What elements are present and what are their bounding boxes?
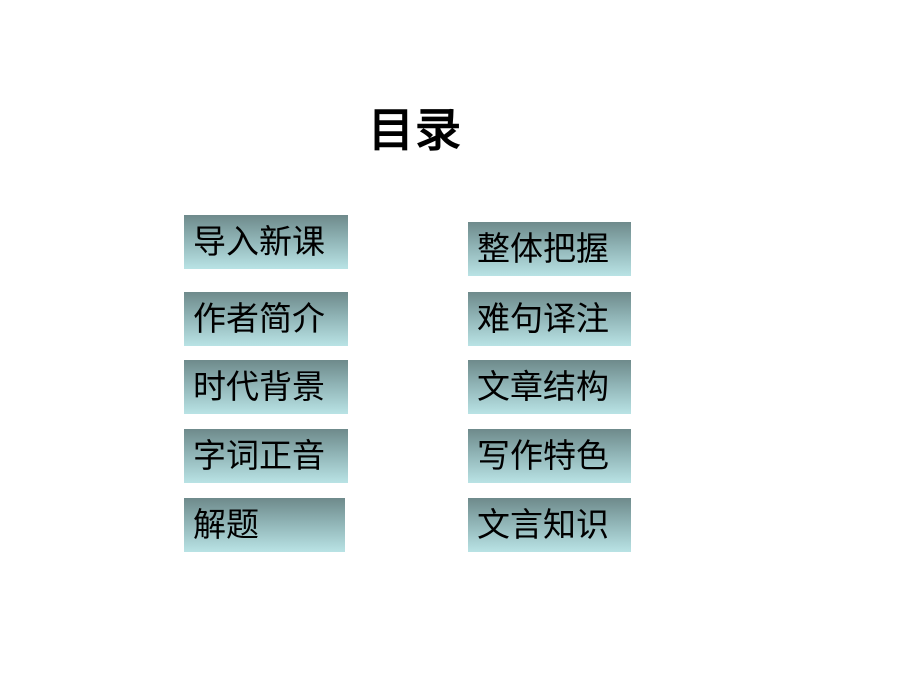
menu-button-historical-background[interactable]: 时代背景	[184, 360, 348, 414]
menu-button-difficult-sentences[interactable]: 难句译注	[468, 292, 631, 346]
menu-button-author-intro[interactable]: 作者简介	[184, 292, 348, 346]
menu-button-title-explanation[interactable]: 解题	[184, 498, 345, 552]
menu-button-intro-lesson[interactable]: 导入新课	[184, 215, 348, 269]
menu-button-overall-grasp[interactable]: 整体把握	[468, 222, 631, 276]
page-title: 目录	[368, 103, 462, 157]
menu-button-text-structure[interactable]: 文章结构	[468, 360, 631, 414]
menu-button-pronunciation[interactable]: 字词正音	[184, 429, 348, 483]
menu-button-classical-knowledge[interactable]: 文言知识	[468, 498, 631, 552]
menu-button-writing-features[interactable]: 写作特色	[468, 429, 631, 483]
